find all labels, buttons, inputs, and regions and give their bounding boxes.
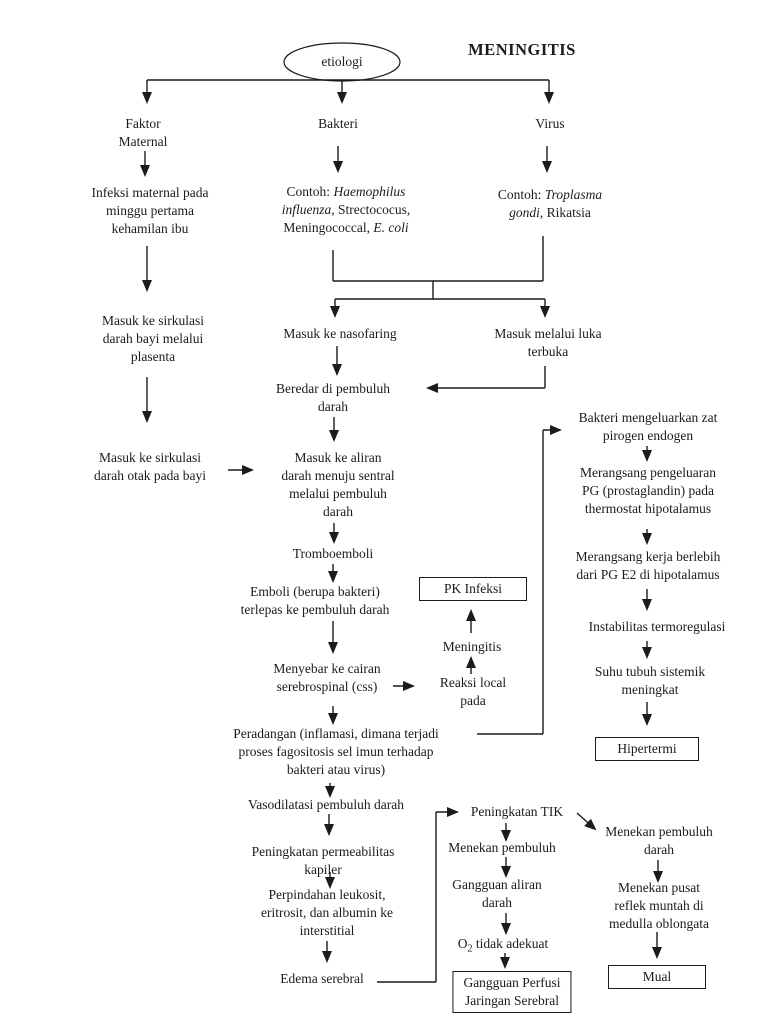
node-o2-tidak-adekuat: O2 tidak adekuat	[457, 936, 549, 955]
node-etiologi: etiologi	[321, 54, 363, 69]
node-peradangan: Peradangan (inflamasi, dimana terjadi pr…	[233, 726, 439, 777]
node-masuk-nasofaring: Masuk ke nasofaring	[283, 326, 397, 341]
node-menekan-pusat: Menekan pusat reflek muntah di medulla o…	[608, 880, 710, 931]
page-title: MENINGITIS	[468, 40, 576, 59]
node-suhu: Suhu tubuh sistemik meningkat	[594, 664, 706, 697]
node-beredar: Beredar di pembuluh darah	[276, 381, 390, 414]
node-gangguan-aliran: Gangguan aliran darah	[452, 877, 542, 910]
node-menekan-pembuluh: Menekan pembuluh	[448, 840, 556, 855]
node-masuk-luka: Masuk melalui luka terbuka	[494, 326, 602, 359]
node-edema: Edema serebral	[280, 971, 364, 986]
node-vasodilatasi: Vasodilatasi pembuluh darah	[248, 797, 404, 812]
node-permeabilitas: Peningkatan permeabilitas kapiler	[251, 844, 395, 877]
node-bakteri-zat: Bakteri mengeluarkan zat pirogen endogen	[578, 410, 718, 443]
node-merangsang-pg: Merangsang pengeluaran PG (prostaglandin…	[579, 465, 717, 516]
node-faktor-maternal: Faktor Maternal	[118, 116, 168, 149]
node-pk-infeksi-box: PK Infeksi	[419, 577, 527, 601]
node-masuk-sirkulasi-bayi: Masuk ke sirkulasi darah bayi melalui pl…	[102, 313, 204, 364]
connector-lines	[147, 79, 549, 983]
node-masuk-sirkulasi-otak: Masuk ke sirkulasi darah otak pada bayi	[93, 450, 207, 483]
node-tromboemboli: Tromboemboli	[292, 546, 374, 561]
node-gangguan-perfusi-box: Gangguan Perfusi Jaringan Serebral	[452, 971, 572, 1013]
node-virus: Virus	[535, 116, 565, 131]
node-emboli: Emboli (berupa bakteri) terlepas ke pemb…	[240, 584, 390, 617]
node-bakteri: Bakteri	[318, 116, 358, 131]
node-instabilitas: Instabilitas termoregulasi	[588, 619, 726, 634]
node-perpindahan: Perpindahan leukosit, eritrosit, dan alb…	[261, 887, 393, 938]
node-menekan-pembuluh-darah: Menekan pembuluh darah	[605, 824, 713, 857]
node-contoh-bakteri: Contoh: Haemophilus influenza, Strectoco…	[281, 184, 411, 235]
node-masuk-aliran: Masuk ke aliran darah menuju sentral mel…	[281, 450, 395, 519]
node-peningkatan-tik: Peningkatan TIK	[470, 804, 564, 819]
node-infeksi-maternal: Infeksi maternal pada minggu pertama keh…	[91, 185, 209, 236]
connector-arrows	[140, 80, 663, 969]
node-meningitis: Meningitis	[442, 639, 502, 654]
node-merangsang-kerja: Merangsang kerja berlebih dari PG E2 di …	[575, 549, 721, 582]
node-hipertermi-box: Hipertermi	[595, 737, 699, 761]
node-contoh-virus: Contoh: Troplasma gondi, Rikatsia	[497, 187, 603, 220]
node-mual-box: Mual	[608, 965, 706, 989]
node-reaksi-local: Reaksi local pada	[439, 675, 507, 708]
node-menyebar: Menyebar ke cairan serebrospinal (css)	[273, 661, 381, 694]
